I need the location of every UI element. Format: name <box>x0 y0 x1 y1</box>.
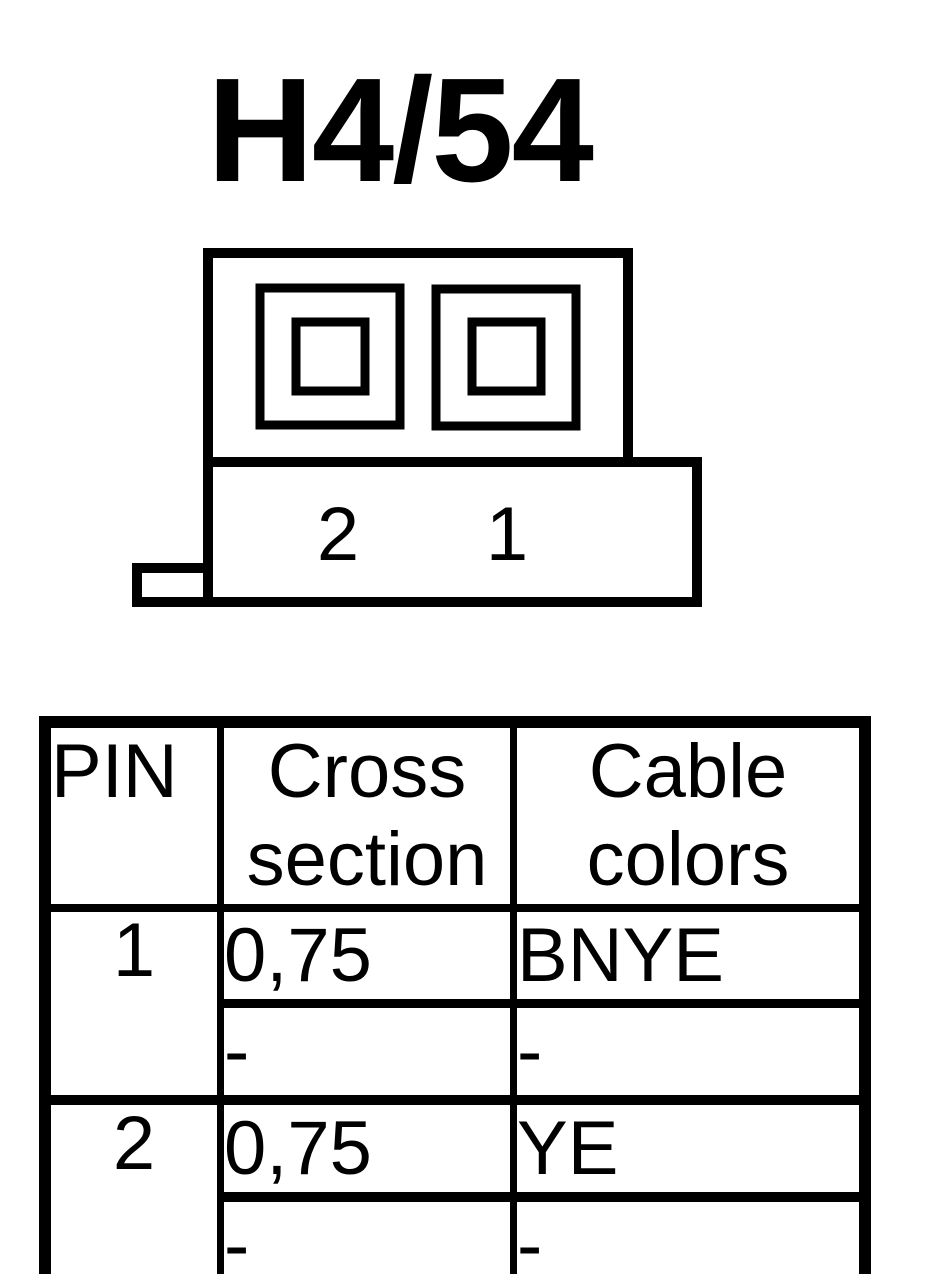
table-row-pin1-main: 1 0,75 BNYE <box>51 912 859 1105</box>
cable-color-cell: - <box>517 1203 543 1274</box>
cavity-2-inner-square <box>291 317 370 396</box>
cable-color-cell: - <box>517 1008 859 1105</box>
cavity-label-1: 1 <box>486 492 528 577</box>
pin-assignment-table: PIN Cross section Cable colors 1 0,75 BN… <box>39 716 871 1274</box>
pin-number-cell: 2 <box>51 1105 224 1274</box>
cross-section-cell: - <box>224 1008 517 1105</box>
column-header-pin: PIN <box>51 728 224 912</box>
cavity-label-2: 2 <box>317 492 359 577</box>
cavity-2-outer-square <box>255 283 405 430</box>
column-header-cable-colors: Cable colors <box>517 728 859 912</box>
cable-color-cell: BNYE <box>517 912 859 1008</box>
cross-section-cell: 0,75 <box>224 912 517 1008</box>
column-header-cross-section: Cross section <box>224 728 517 912</box>
connector-base-outline <box>203 457 702 607</box>
cavity-1-inner-square <box>467 317 546 396</box>
table-row-pin2-main: 2 0,75 YE <box>51 1105 859 1274</box>
cross-section-cell: - <box>224 1202 517 1274</box>
cable-color-cell: YE <box>517 1105 859 1202</box>
table-header-row: PIN Cross section Cable colors <box>51 728 859 912</box>
page-title: H4/54 <box>207 48 594 213</box>
table-row-pin1-secondary: - - <box>51 1008 859 1105</box>
cavity-1-outer-square <box>431 284 581 431</box>
pin-number-cell: 1 <box>51 912 224 1105</box>
cross-section-cell: 0,75 <box>224 1105 517 1202</box>
table-row-pin2-secondary: - - <box>51 1202 859 1274</box>
connector-tab-outline <box>132 563 213 607</box>
